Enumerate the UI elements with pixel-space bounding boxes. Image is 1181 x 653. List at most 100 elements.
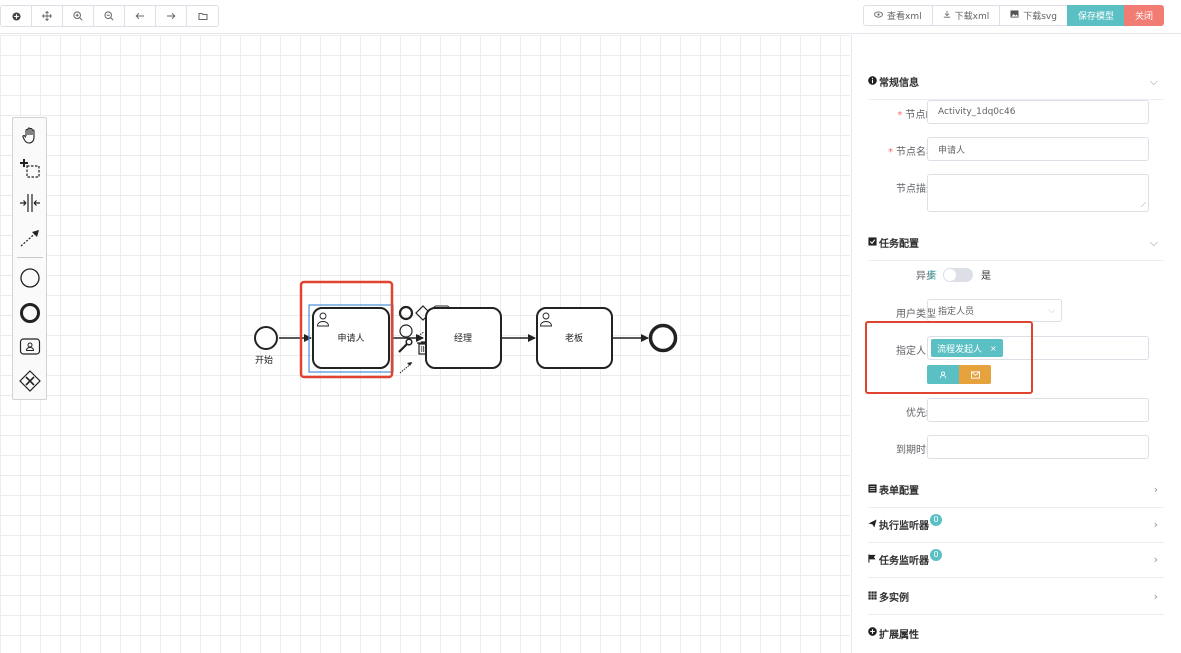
chevron-right-icon: › <box>1153 483 1158 496</box>
paper-plane-icon <box>868 518 877 531</box>
append-intermediate-event-icon[interactable] <box>399 324 413 338</box>
tag-close-icon[interactable]: × <box>990 343 997 353</box>
section-form-config[interactable]: 表单配置 › <box>868 472 1164 508</box>
append-end-event-icon[interactable] <box>398 305 414 321</box>
circle-plus-icon[interactable] <box>1 6 32 26</box>
task-applicant[interactable]: 申请人 <box>312 307 390 369</box>
end-event-icon[interactable] <box>18 301 42 325</box>
close-button[interactable]: 关闭 <box>1123 5 1164 26</box>
user-icon <box>939 371 947 378</box>
user-task-icon[interactable] <box>18 335 42 359</box>
section-form-config-title: 表单配置 <box>879 486 919 497</box>
connect-arrow-icon[interactable] <box>399 362 413 374</box>
download-svg-button[interactable]: 下载svg <box>999 5 1067 26</box>
task-boss-label: 老板 <box>565 332 583 344</box>
hand-tool-icon[interactable] <box>18 123 42 147</box>
chevron-down-icon: ⌵ <box>1149 74 1158 88</box>
info-circle-icon <box>868 75 877 88</box>
download-xml-button[interactable]: 下载xml <box>931 5 1000 26</box>
assignee-tag-label: 流程发起人 <box>937 344 983 355</box>
section-general[interactable]: 常规信息 ⌵ <box>868 64 1164 100</box>
form-icon <box>868 483 877 496</box>
redo-icon[interactable] <box>156 6 187 26</box>
chevron-down-icon: ⌵ <box>1048 305 1055 316</box>
canvas-tool-group <box>0 5 219 27</box>
chevron-right-icon: › <box>1153 553 1158 566</box>
task-boss[interactable]: 老板 <box>536 307 613 369</box>
priority-label: 优先级 <box>906 408 936 419</box>
node-name-label: *节点名称 <box>888 147 936 158</box>
due-date-label: 到期时间 <box>896 445 936 456</box>
connect-tool-icon[interactable] <box>18 225 42 249</box>
palette-divider <box>17 257 43 258</box>
lasso-tool-icon[interactable] <box>18 157 42 181</box>
section-task-title: 任务配置 <box>879 239 919 250</box>
process-diagram: 开始 申请人 <box>254 280 678 379</box>
gateway-icon[interactable] <box>18 369 42 393</box>
user-type-label: 用户类型 <box>896 309 936 320</box>
download-xml-label: 下载xml <box>954 12 990 22</box>
zoom-out-icon[interactable] <box>94 6 125 26</box>
assignee-tag: 流程发起人 × <box>931 339 1003 357</box>
eye-icon <box>874 10 883 21</box>
image-icon <box>1010 10 1019 21</box>
select-user-button[interactable] <box>927 365 959 384</box>
section-task[interactable]: 任务配置 ⌵ <box>868 225 1164 261</box>
resize-grip-icon[interactable]: ⟋ <box>1141 201 1146 209</box>
highlight-box-assignee <box>865 321 1033 394</box>
assignee-label: 指定人员 <box>896 346 936 357</box>
download-svg-label: 下载svg <box>1023 12 1057 22</box>
chevron-right-icon: › <box>1153 590 1158 603</box>
top-toolbar: 查看xml 下载xml 下载svg 保存模型 关闭 <box>0 0 1181 34</box>
flag-icon <box>868 553 877 566</box>
highlight-box-task <box>299 280 394 379</box>
zoom-in-icon[interactable] <box>63 6 94 26</box>
download-icon <box>943 10 951 21</box>
async-no-label: 否 <box>927 271 937 282</box>
node-name-input[interactable]: 申请人 <box>927 137 1149 161</box>
section-exec-listener-title: 执行监听器 <box>879 521 929 532</box>
section-ext-props[interactable]: 扩展属性 <box>868 615 1164 651</box>
end-event[interactable] <box>648 323 678 353</box>
action-button-group: 查看xml 下载xml 下载svg 保存模型 关闭 <box>863 5 1164 27</box>
close-label: 关闭 <box>1134 12 1153 22</box>
user-type-select[interactable]: 指定人员 ⌵ <box>927 299 1062 322</box>
section-general-title: 常规信息 <box>879 78 919 89</box>
node-desc-textarea[interactable]: ⟋ <box>927 174 1149 212</box>
wrench-icon[interactable] <box>398 338 413 353</box>
node-id-input[interactable]: Activity_1dq0c46 <box>927 100 1149 124</box>
async-switch-row: 否 是 <box>927 267 991 282</box>
start-event[interactable] <box>254 326 278 350</box>
view-xml-button[interactable]: 查看xml <box>863 5 932 26</box>
select-from-list-button[interactable] <box>959 365 991 384</box>
async-switch[interactable] <box>943 267 973 282</box>
async-label: 异步 <box>916 271 936 282</box>
undo-icon[interactable] <box>125 6 156 26</box>
exec-listener-count-badge: 0 <box>930 513 942 526</box>
element-palette <box>12 117 47 400</box>
save-model-button[interactable]: 保存模型 <box>1066 5 1124 26</box>
start-event-icon[interactable] <box>18 266 42 290</box>
task-manager[interactable]: 经理 <box>425 307 502 369</box>
start-event-label: 开始 <box>255 354 273 366</box>
view-xml-label: 查看xml <box>887 12 922 22</box>
move-icon[interactable] <box>32 6 63 26</box>
section-exec-listener[interactable]: 执行监听器 0 › <box>868 507 1164 543</box>
user-task-marker-icon <box>317 312 329 327</box>
user-task-marker-icon <box>540 312 552 327</box>
section-task-listener[interactable]: 任务监听器 0 › <box>868 542 1164 578</box>
space-tool-icon[interactable] <box>18 191 42 215</box>
due-date-input[interactable] <box>927 435 1149 459</box>
save-model-label: 保存模型 <box>1077 12 1114 22</box>
priority-input[interactable] <box>927 398 1149 422</box>
properties-panel: 常规信息 ⌵ *节点ID Activity_1dq0c46 *节点名称 申请人 … <box>851 35 1181 653</box>
task-listener-count-badge: 0 <box>930 548 942 561</box>
grid-icon <box>868 590 877 603</box>
section-multi-instance-title: 多实例 <box>879 593 909 604</box>
node-id-label: *节点ID <box>897 110 936 121</box>
chevron-right-icon: › <box>1153 518 1158 531</box>
plus-circle-icon <box>868 627 877 639</box>
bpmn-canvas[interactable]: 开始 申请人 <box>0 35 850 653</box>
folder-open-icon[interactable] <box>187 6 218 26</box>
section-multi-instance[interactable]: 多实例 › <box>868 579 1164 615</box>
